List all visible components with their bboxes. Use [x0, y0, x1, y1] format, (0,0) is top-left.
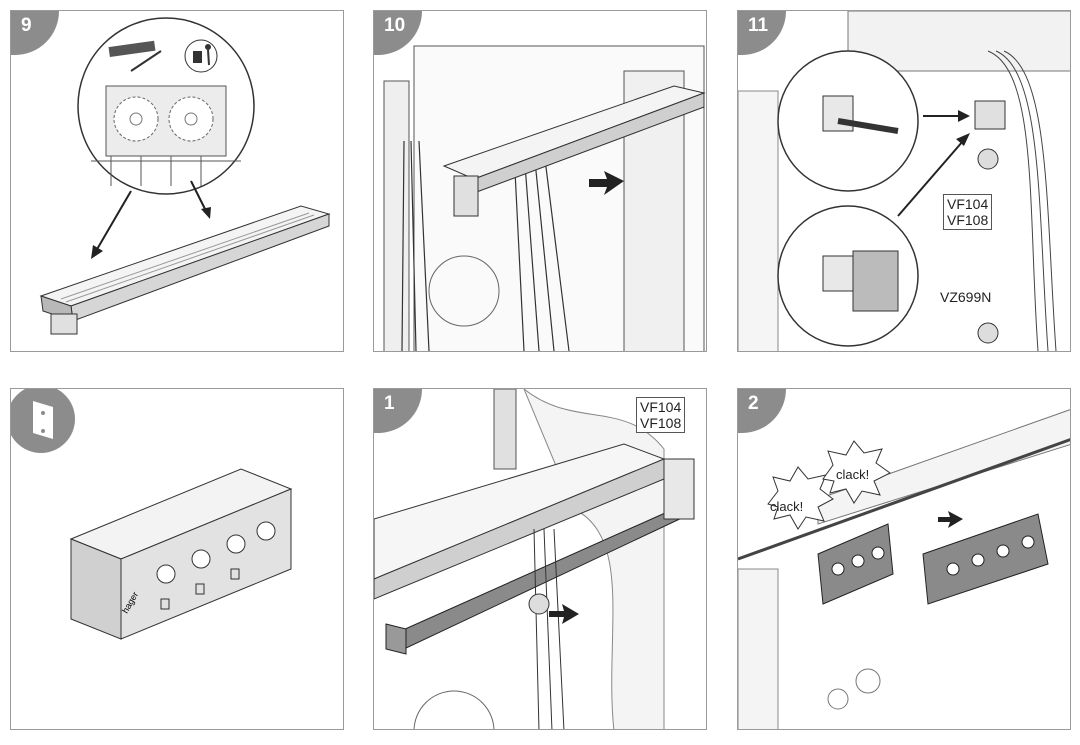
- model-label-box: VF104 VF108: [943, 194, 993, 230]
- cover-strip-detail: [91, 85, 241, 186]
- step-1-panel: 1 VF104 VF108: [373, 388, 707, 730]
- step-10-illustration: [383, 45, 706, 351]
- model-label-a: VF104: [947, 196, 989, 212]
- cover-strip: [39, 205, 331, 335]
- model-label-a: VF104: [640, 399, 682, 415]
- step-2-illustration: [738, 409, 1070, 729]
- model-label-box: VF104 VF108: [636, 397, 686, 433]
- cutting-tool-icon: [108, 40, 162, 72]
- terminal-block-illustration: hager: [11, 389, 293, 640]
- clack-callout-1: clack!: [770, 499, 804, 514]
- terminal-block-new: [922, 513, 1049, 605]
- model-label-b: VF108: [947, 212, 989, 228]
- terminal-block: hager: [69, 468, 293, 640]
- model-label-b: VF108: [640, 415, 682, 431]
- part-number-label: VZ699N: [940, 289, 992, 305]
- step-11-illustration: [738, 11, 1070, 351]
- wall-mount-panel: hager: [10, 388, 344, 730]
- wires: [401, 140, 570, 351]
- trash-bin-icon: [184, 39, 218, 73]
- clack-burst-1: [767, 466, 834, 530]
- wall-mount-icon: [11, 389, 75, 453]
- step-11-panel: 11 VF104 VF108 VZ699N: [737, 10, 1071, 352]
- step-9-panel: 9: [10, 10, 344, 352]
- step-1-illustration: [374, 389, 695, 729]
- terminal-block-installed: [817, 523, 894, 605]
- step-9-illustration: [39, 17, 331, 335]
- step-2-panel: 2 clack! clack!: [737, 388, 1071, 730]
- clack-burst-2: [822, 440, 891, 504]
- clack-callout-2: clack!: [836, 467, 870, 482]
- step-number-badge: 9: [11, 11, 59, 55]
- cover-strip: [442, 85, 706, 217]
- step-10-panel: 10: [373, 10, 707, 352]
